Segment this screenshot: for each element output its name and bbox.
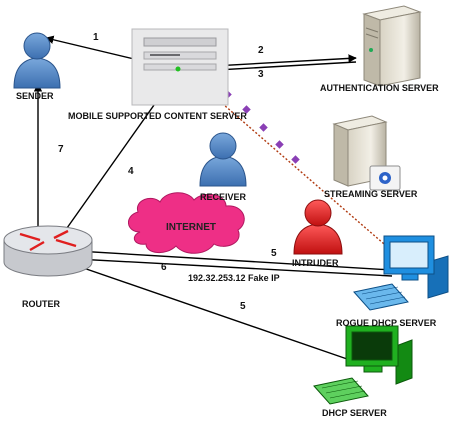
internet-cloud-icon [128, 192, 245, 254]
packet-icon [273, 138, 286, 151]
receiver-person-icon [199, 132, 247, 187]
edge-5-rogue-line [59, 246, 393, 271]
edge-3-label: 3 [258, 69, 264, 80]
edge-5-dhcp-label: 5 [240, 301, 246, 312]
edge-4-label: 4 [128, 166, 134, 177]
router-label: ROUTER [22, 299, 60, 309]
dhcp-server-label: DHCP SERVER [322, 408, 387, 418]
internet-label: INTERNET [166, 222, 216, 233]
dhcp-desktop-computer-icon [313, 325, 413, 405]
sender-person-icon [13, 32, 61, 89]
intruder-label: INTRUDER [292, 258, 339, 268]
packet-icon [289, 153, 302, 166]
intruder-person-icon [293, 199, 343, 255]
edge-7-label: 7 [58, 144, 64, 155]
packet-icon [257, 121, 270, 134]
edge-6-line [57, 254, 393, 277]
fake-ip-label: 192.32.253.12 Fake IP [188, 273, 280, 283]
edge-6-label: 6 [161, 262, 167, 273]
receiver-label: RECEIVER [200, 192, 247, 202]
sender-label: SENDER [16, 91, 54, 101]
streaming-server-icon [332, 115, 401, 191]
edge-5-intruder-label: 5 [271, 248, 277, 259]
edge-1-label: 1 [93, 32, 99, 43]
rogue-dhcp-server-label: ROGUE DHCP SERVER [336, 318, 437, 328]
router-icon [3, 225, 93, 277]
content-server-label: MOBILE SUPPORTED CONTENT SERVER [68, 111, 247, 121]
authentication-server-label: AUTHENTICATION SERVER [320, 83, 439, 93]
authentication-server-icon [362, 5, 422, 87]
content-server-icon [131, 28, 229, 106]
rogue-dhcp-desktop-computer-icon [353, 235, 449, 311]
streaming-server-label: STREAMING SERVER [324, 189, 418, 199]
edge-2-label: 2 [258, 45, 264, 56]
edge-5-dhcp-line [65, 260, 351, 361]
packet-icon [240, 103, 253, 116]
